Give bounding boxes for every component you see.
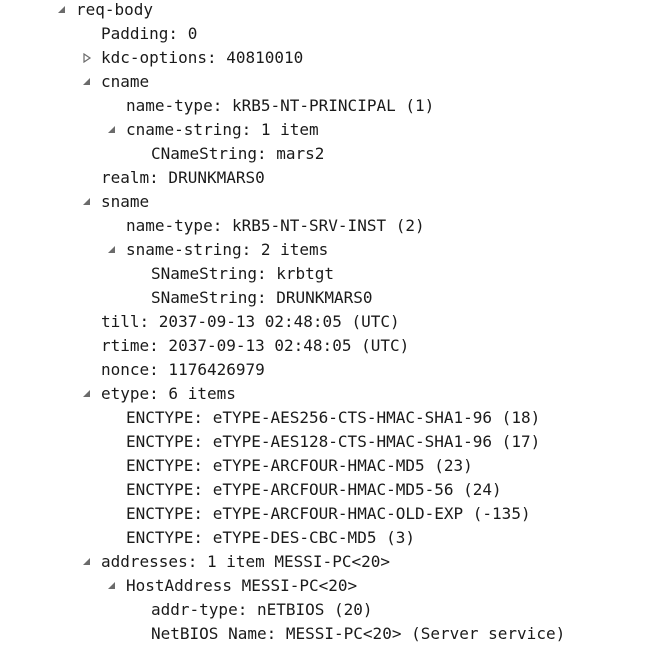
triangle-down-right-icon[interactable] [81, 70, 95, 94]
tree-row-label: ENCTYPE: eTYPE-ARCFOUR-HMAC-MD5 (23) [126, 456, 473, 475]
triangle-down-right-icon[interactable] [56, 0, 70, 22]
tree-row-label: cname [101, 72, 150, 91]
tree-row-label: till: 2037-09-13 02:48:05 (UTC) [101, 312, 400, 331]
tree-row-label: ENCTYPE: eTYPE-ARCFOUR-HMAC-MD5-56 (24) [126, 480, 502, 499]
triangle-down-right-icon[interactable] [81, 190, 95, 214]
tree-row-label: Padding: 0 [101, 24, 198, 43]
tree-row-label: ENCTYPE: eTYPE-DES-CBC-MD5 (3) [126, 528, 415, 547]
triangle-down-right-icon[interactable] [81, 550, 95, 574]
tree-row-label: kdc-options: 40810010 [101, 48, 304, 67]
triangle-down-right-icon[interactable] [106, 574, 120, 598]
tree-row-label: ENCTYPE: eTYPE-AES128-CTS-HMAC-SHA1-96 (… [126, 432, 541, 451]
tree-row-label: req-body [76, 0, 154, 19]
tree-row-label: NetBIOS Name: MESSI-PC<20> (Server servi… [151, 624, 566, 643]
tree-row-label: nonce: 1176426979 [101, 360, 265, 379]
tree-row-label: cname-string: 1 item [126, 120, 319, 139]
tree-row-label: name-type: kRB5-NT-PRINCIPAL (1) [126, 96, 435, 115]
tree-row-label: addresses: 1 item MESSI-PC<20> [101, 552, 390, 571]
tree-row-label: CNameString: mars2 [151, 144, 325, 163]
tree-row-label: SNameString: DRUNKMARS0 [151, 288, 373, 307]
triangle-right-outline-icon[interactable] [81, 46, 95, 70]
tree-row-label: HostAddress MESSI-PC<20> [126, 576, 358, 595]
triangle-down-right-icon[interactable] [81, 382, 95, 406]
tree-row-label: realm: DRUNKMARS0 [101, 168, 265, 187]
tree-row-label: sname-string: 2 items [126, 240, 329, 259]
tree-row-label: SNameString: krbtgt [151, 264, 335, 283]
tree-row-label: rtime: 2037-09-13 02:48:05 (UTC) [101, 336, 410, 355]
tree-row-label: addr-type: nETBIOS (20) [151, 600, 373, 619]
triangle-down-right-icon[interactable] [106, 118, 120, 142]
tree-row-label: ENCTYPE: eTYPE-AES256-CTS-HMAC-SHA1-96 (… [126, 408, 541, 427]
tree-row-label: etype: 6 items [101, 384, 236, 403]
triangle-down-right-icon[interactable] [106, 238, 120, 262]
tree-row-label: ENCTYPE: eTYPE-ARCFOUR-HMAC-OLD-EXP (-13… [126, 504, 531, 523]
tree-row-label: name-type: kRB5-NT-SRV-INST (2) [126, 216, 425, 235]
tree-row-label: sname [101, 192, 150, 211]
